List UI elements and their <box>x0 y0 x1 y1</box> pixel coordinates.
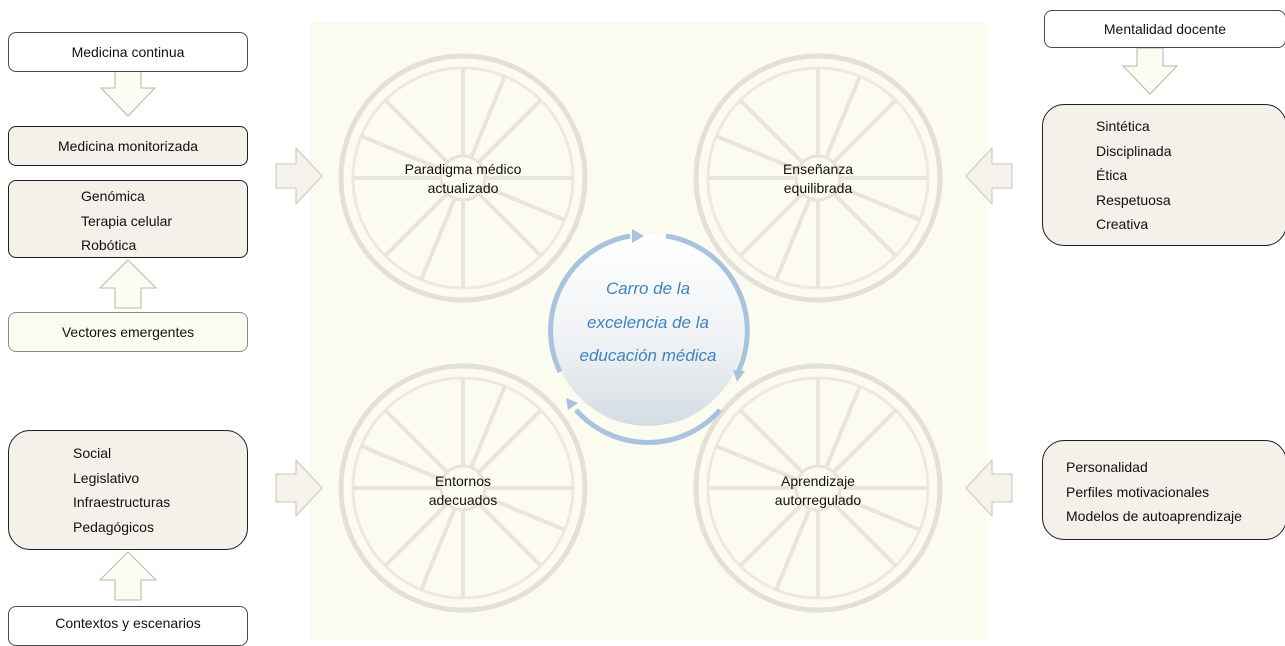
list-item: Pedagógicos <box>73 518 154 535</box>
box-aprendizaje-lista: Personalidad Perfiles motivacionales Mod… <box>1042 440 1285 540</box>
list-item: Social <box>73 445 112 461</box>
wheel-label-entornos-line2: adecuados <box>428 492 498 508</box>
wheel-label-ensenanza-line1: Enseñanza <box>782 161 854 177</box>
arrow-up-vectores <box>98 259 158 309</box>
medicina-monitorizada-label: Medicina monitorizada <box>57 138 199 154</box>
box-contextos: Contextos y escenarios <box>8 606 248 646</box>
vectores-emergentes-label: Vectores emergentes <box>61 324 195 340</box>
list-item: Disciplinada <box>1096 142 1172 159</box>
wheel-label-paradigma: Paradigma médico actualizado <box>373 160 553 198</box>
medicina-continua-label: Medicina continua <box>71 44 185 60</box>
entornos-list: Social Legislativo Infraestructuras Peda… <box>73 441 170 539</box>
box-medicina-monitorizada: Medicina monitorizada <box>8 126 248 166</box>
list-item: Personalidad <box>1066 459 1148 475</box>
list-item: Perfiles motivacionales <box>1066 483 1210 500</box>
arrow-up-contextos <box>98 551 158 601</box>
center-title: Carro de la excelencia de la educación m… <box>558 272 738 373</box>
box-tecnologias: Genómica Terapia celular Robótica <box>8 180 248 258</box>
wheel-label-ensenanza: Enseñanza equilibrada <box>728 160 908 198</box>
aprendizaje-list: Personalidad Perfiles motivacionales Mod… <box>1066 455 1242 529</box>
contextos-label: Contextos y escenarios <box>55 615 201 631</box>
center-title-line3: educación médica <box>579 346 717 365</box>
center-title-line2: excelencia de la <box>587 312 709 332</box>
list-item: Robótica <box>81 237 137 253</box>
box-entornos-lista: Social Legislativo Infraestructuras Peda… <box>8 430 248 550</box>
wheel-label-paradigma-line1: Paradigma médico <box>404 161 522 177</box>
list-item: Respetuosa <box>1096 191 1171 208</box>
arrow-left-bottom <box>965 458 1013 518</box>
list-item: Ética <box>1096 167 1128 183</box>
list-item: Creativa <box>1096 216 1149 232</box>
arrow-down-right <box>1121 47 1179 95</box>
arrow-left-top <box>965 146 1013 206</box>
arrow-right-bottom <box>275 458 323 518</box>
wheel-label-ensenanza-line2: equilibrada <box>783 180 853 196</box>
wheel-label-aprendizaje: Aprendizaje autorregulado <box>728 472 908 510</box>
wheel-label-aprendizaje-line2: autorregulado <box>774 492 862 508</box>
mentalidad-docente-label: Mentalidad docente <box>1103 21 1227 37</box>
box-vectores-emergentes: Vectores emergentes <box>8 312 248 352</box>
wheel-label-aprendizaje-line1: Aprendizaje <box>781 473 855 489</box>
list-item: Sintética <box>1096 118 1150 134</box>
tecnologias-list: Genómica Terapia celular Robótica <box>81 184 172 258</box>
wheel-label-paradigma-line2: actualizado <box>427 180 499 196</box>
list-item: Genómica <box>81 188 145 204</box>
wheel-label-entornos: Entornos adecuados <box>373 472 553 510</box>
arrow-down-left <box>99 69 157 117</box>
box-rasgos: Sintética Disciplinada Ética Respetuosa … <box>1042 104 1285 246</box>
box-mentalidad-docente: Mentalidad docente <box>1044 10 1285 48</box>
rasgos-list: Sintética Disciplinada Ética Respetuosa … <box>1096 114 1171 237</box>
arrow-right-top <box>275 146 323 206</box>
wheel-label-entornos-line1: Entornos <box>434 473 492 489</box>
center-title-line1: Carro de la <box>605 279 691 298</box>
box-medicina-continua: Medicina continua <box>8 32 248 72</box>
center-hub <box>552 234 744 426</box>
list-item: Terapia celular <box>81 212 173 229</box>
cycle-arrows <box>548 233 750 445</box>
list-item: Legislativo <box>73 469 140 486</box>
list-item: Infraestructuras <box>73 494 171 510</box>
list-item: Modelos de autoaprendizaje <box>1066 508 1242 524</box>
